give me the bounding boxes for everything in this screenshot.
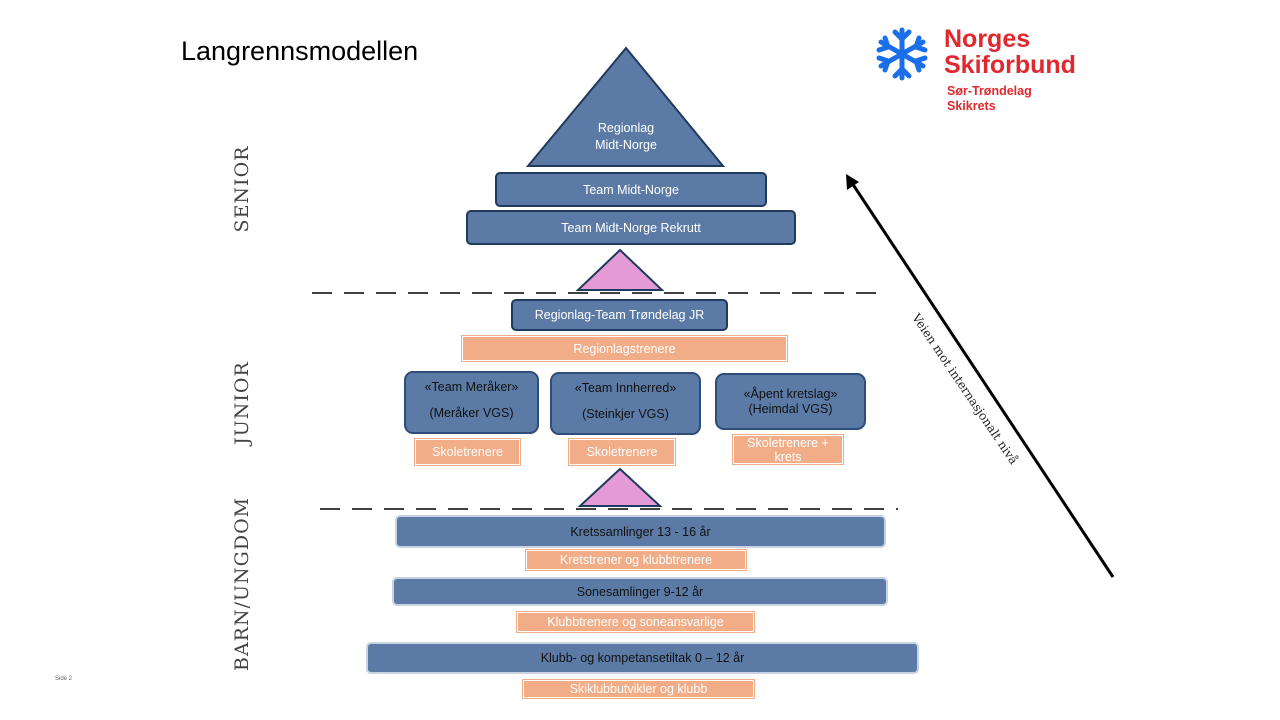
- kretssamlinger-box: Kretssamlinger 13 - 16 år: [395, 515, 886, 548]
- progress-arrow: [850, 182, 1115, 578]
- page-title: Langrennsmodellen: [181, 36, 419, 66]
- skiklubb-box: Skiklubbutvikler og klubb: [522, 679, 755, 699]
- klubbtrenere-box: Klubbtrenere og soneansvarlige: [516, 611, 755, 633]
- apent-kretslag-line1: «Åpent kretslag»: [743, 387, 838, 401]
- skoletrenere-krets-box: Skoletrenere + krets: [732, 434, 844, 465]
- team-innherred-box: «Team Innherred» (Steinkjer VGS): [550, 372, 701, 435]
- regionlag-team-box: Regionlag-Team Trøndelag JR: [511, 299, 728, 331]
- snowflake-icon: [876, 27, 928, 81]
- regionlagstrenere-box: Regionlagstrenere: [461, 335, 788, 362]
- skoletrenere-innherred-box: Skoletrenere: [568, 438, 676, 466]
- team-innherred-line2: (Steinkjer VGS): [582, 407, 669, 421]
- team-midt-norge-rekrutt-box: Team Midt-Norge Rekrutt: [466, 210, 796, 245]
- sonesamlinger-box: Sonesamlinger 9-12 år: [392, 577, 888, 606]
- logo-sub1: Sør-Trøndelag: [947, 84, 1032, 98]
- klubbtiltak-box: Klubb- og kompetansetiltak 0 – 12 år: [366, 642, 919, 674]
- logo: Norges Skiforbund Sør-Trøndelag Skikrets: [874, 26, 1104, 116]
- team-meraker-line1: «Team Meråker»: [424, 380, 519, 394]
- logo-line2: Skiforbund: [944, 51, 1076, 79]
- team-meraker-box: «Team Meråker» (Meråker VGS): [404, 371, 539, 434]
- pyramid-line2: Midt-Norge: [595, 138, 657, 152]
- pink-triangle-upper: [575, 248, 665, 291]
- regionlag-pyramid: [525, 46, 726, 167]
- apent-kretslag-line2: (Heimdal VGS): [748, 402, 833, 416]
- team-meraker-line2: (Meråker VGS): [429, 406, 514, 420]
- logo-line1: Norges: [944, 25, 1031, 53]
- regionlag-pyramid-label: Regionlag Midt-Norge: [566, 120, 686, 154]
- team-innherred-line1: «Team Innherred»: [574, 381, 677, 395]
- pink-triangle-lower: [577, 467, 663, 507]
- logo-sub2: Skikrets: [947, 99, 996, 113]
- slide-note: Side 2: [55, 676, 73, 682]
- apent-kretslag-box: «Åpent kretslag» (Heimdal VGS): [715, 373, 866, 430]
- kretstrener-box: Kretstrener og klubbtrenere: [525, 549, 747, 571]
- skoletrenere-meraker-box: Skoletrenere: [414, 438, 521, 466]
- pyramid-line1: Regionlag: [597, 121, 655, 135]
- arrow-head: [846, 174, 859, 190]
- team-midt-norge-box: Team Midt-Norge: [495, 172, 767, 207]
